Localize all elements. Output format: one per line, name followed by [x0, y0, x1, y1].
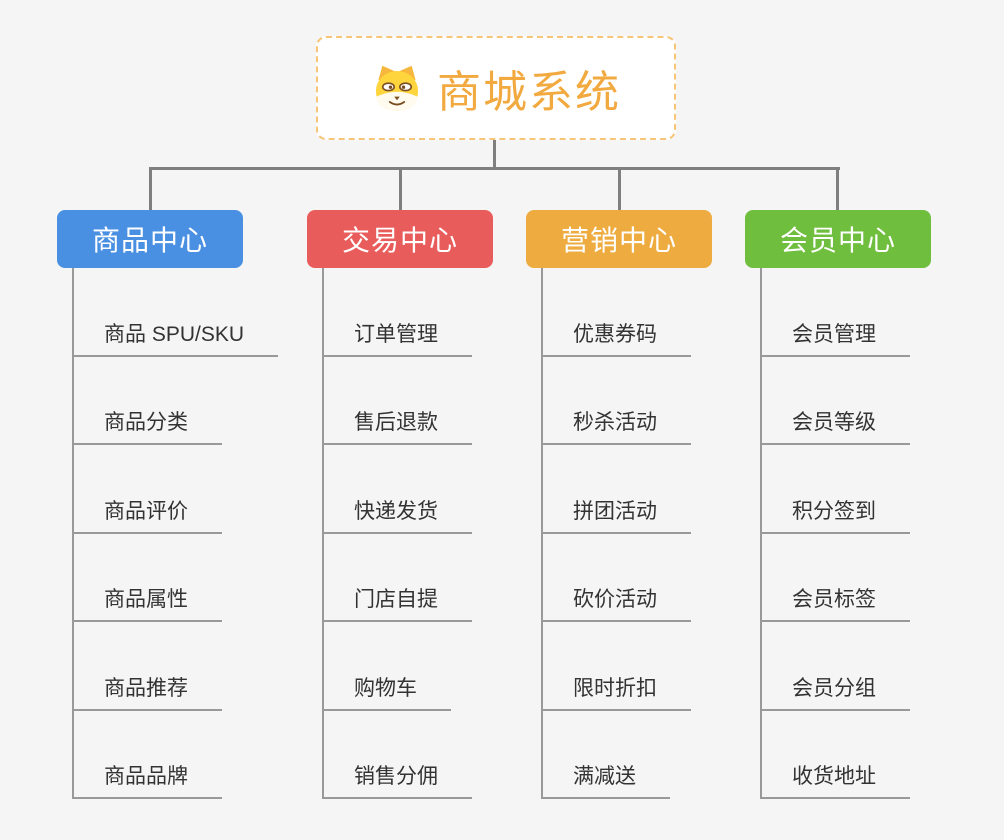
leaf-label[interactable]: 会员分组 [762, 672, 910, 711]
leaf-label[interactable]: 售后退款 [324, 406, 472, 445]
leaf-label[interactable]: 收货地址 [762, 760, 910, 799]
leaf-item: 砍价活动 [543, 534, 691, 622]
leaf-label[interactable]: 会员管理 [762, 318, 910, 357]
leaf-label[interactable]: 积分签到 [762, 495, 910, 534]
leaf-item: 商品品牌 [74, 711, 278, 799]
root-title: 商城系统 [437, 68, 621, 117]
connector-horizontal-bar [149, 167, 840, 170]
branch-header-member[interactable]: 会员中心 [745, 210, 931, 268]
leaf-item: 商品评价 [74, 445, 278, 534]
leaf-item: 会员标签 [762, 534, 910, 622]
leaf-item: 优惠券码 [543, 268, 691, 357]
leaf-item: 商品 SPU/SKU [74, 268, 279, 357]
leaf-list-trade: 订单管理 售后退款 快递发货 门店自提 购物车 销售分佣 [322, 268, 472, 799]
leaf-label[interactable]: 快递发货 [324, 495, 472, 534]
leaf-label[interactable]: 砍价活动 [543, 583, 691, 622]
leaf-item: 售后退款 [324, 357, 472, 445]
leaf-label[interactable]: 会员等级 [762, 406, 910, 445]
leaf-item: 拼团活动 [543, 445, 691, 534]
branch-product: 商品中心 商品 SPU/SKU 商品分类 商品评价 商品属性 商品推荐 商品品牌 [57, 210, 279, 799]
leaf-label[interactable]: 商品 SPU/SKU [74, 318, 279, 357]
leaf-item: 快递发货 [324, 445, 472, 534]
leaf-item: 订单管理 [324, 268, 472, 357]
leaf-label[interactable]: 拼团活动 [543, 495, 691, 534]
leaf-item: 会员管理 [762, 268, 910, 357]
leaf-label[interactable]: 商品分类 [74, 406, 222, 445]
leaf-label[interactable]: 订单管理 [324, 318, 472, 357]
leaf-item: 销售分佣 [324, 711, 472, 799]
leaf-label[interactable]: 商品属性 [74, 583, 222, 622]
leaf-label[interactable]: 商品推荐 [74, 672, 222, 711]
leaf-list-member: 会员管理 会员等级 积分签到 会员标签 会员分组 收货地址 [760, 268, 910, 799]
branch-marketing: 营销中心 优惠券码 秒杀活动 拼团活动 砍价活动 限时折扣 满减送 [526, 210, 712, 799]
shiba-dog-icon [371, 64, 423, 113]
leaf-label[interactable]: 会员标签 [762, 583, 910, 622]
leaf-label[interactable]: 门店自提 [324, 583, 472, 622]
branch-trade: 交易中心 订单管理 售后退款 快递发货 门店自提 购物车 销售分佣 [307, 210, 493, 799]
connector-drop-marketing [618, 167, 621, 211]
branch-header-product[interactable]: 商品中心 [57, 210, 243, 268]
leaf-item: 购物车 [324, 622, 472, 711]
leaf-label[interactable]: 优惠券码 [543, 318, 691, 357]
connector-drop-member [836, 167, 839, 211]
connector-drop-product [149, 167, 152, 211]
leaf-item: 门店自提 [324, 534, 472, 622]
leaf-item: 商品分类 [74, 357, 278, 445]
leaf-label[interactable]: 购物车 [324, 672, 451, 711]
leaf-list-product: 商品 SPU/SKU 商品分类 商品评价 商品属性 商品推荐 商品品牌 [72, 268, 279, 799]
leaf-item: 满减送 [543, 711, 691, 799]
leaf-item: 会员分组 [762, 622, 910, 711]
connector-drop-trade [399, 167, 402, 211]
leaf-item: 秒杀活动 [543, 357, 691, 445]
connector-root-stem [493, 140, 496, 168]
leaf-item: 限时折扣 [543, 622, 691, 711]
leaf-item: 商品属性 [74, 534, 278, 622]
leaf-label[interactable]: 商品品牌 [74, 760, 222, 799]
branch-member: 会员中心 会员管理 会员等级 积分签到 会员标签 会员分组 收货地址 [745, 210, 931, 799]
leaf-label[interactable]: 秒杀活动 [543, 406, 691, 445]
branch-header-trade[interactable]: 交易中心 [307, 210, 493, 268]
leaf-list-marketing: 优惠券码 秒杀活动 拼团活动 砍价活动 限时折扣 满减送 [541, 268, 691, 799]
leaf-item: 商品推荐 [74, 622, 278, 711]
leaf-label[interactable]: 销售分佣 [324, 760, 472, 799]
leaf-label[interactable]: 商品评价 [74, 495, 222, 534]
leaf-item: 积分签到 [762, 445, 910, 534]
root-node[interactable]: 商城系统 [316, 36, 676, 140]
leaf-item: 会员等级 [762, 357, 910, 445]
branch-header-marketing[interactable]: 营销中心 [526, 210, 712, 268]
leaf-item: 收货地址 [762, 711, 910, 799]
leaf-label[interactable]: 限时折扣 [543, 672, 691, 711]
leaf-label[interactable]: 满减送 [543, 760, 670, 799]
